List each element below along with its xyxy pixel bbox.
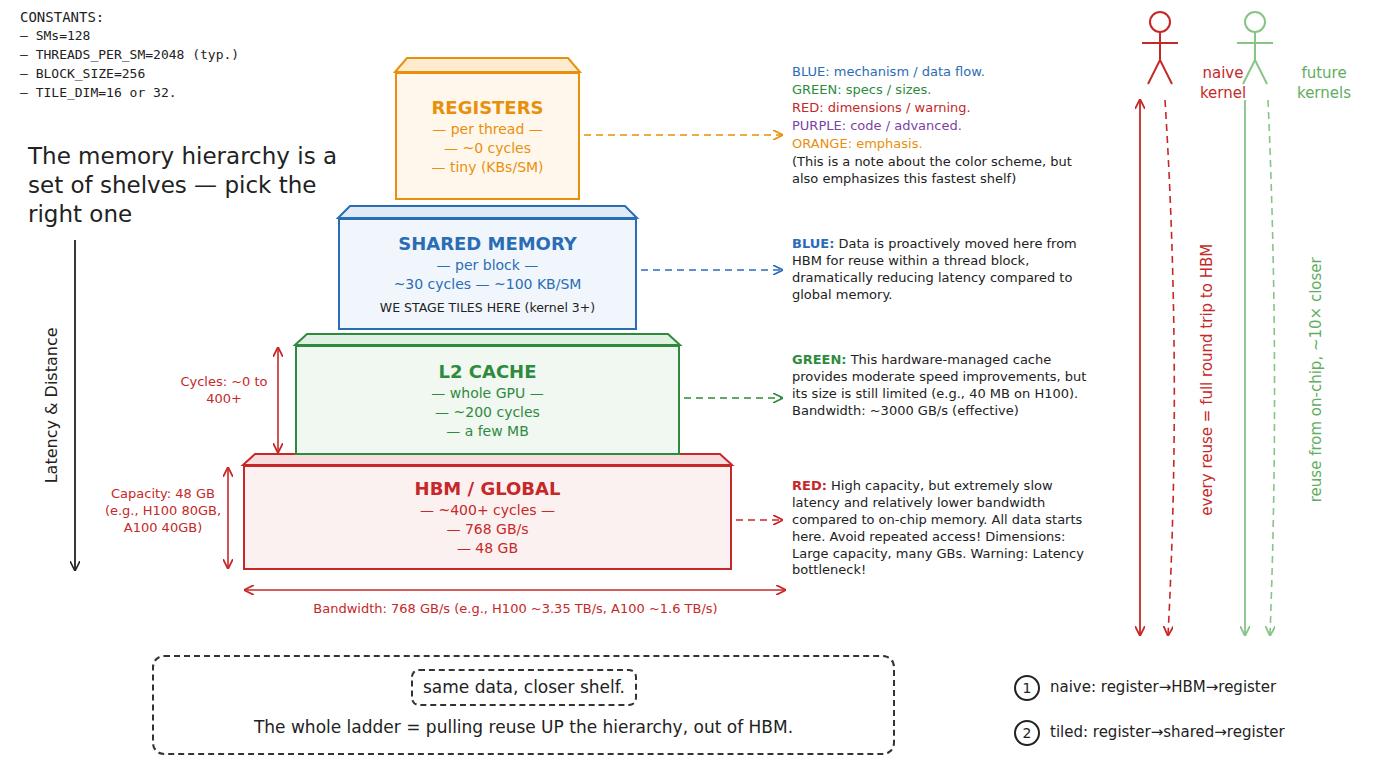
note-text: BLUE: Data is proactively moved here fro…: [792, 236, 1097, 304]
node-heading: L2 CACHE: [439, 360, 537, 384]
shelf-lid: [295, 334, 680, 345]
constant-line: — BLOCK_SIZE=256: [20, 66, 280, 83]
summary-box: The whole ladder = pulling reuse UP the …: [152, 655, 895, 755]
node-heading: The whole ladder = pulling reuse UP the …: [254, 716, 793, 739]
annotation: naive kernel: [1190, 64, 1256, 103]
vertical-label: reuse from on-chip, ~10× closer: [1307, 255, 1327, 504]
bandwidth-dimension: [245, 589, 785, 591]
annotation: RED: dimensions / warning.: [792, 100, 1092, 117]
vertical-label: Latency & Distance: [42, 325, 63, 485]
note-text: GREEN: This hardware-managed cache provi…: [792, 352, 1097, 420]
node-detail: WE STAGE TILES HERE (kernel 3+): [380, 300, 595, 317]
node-heading: HBM / GLOBAL: [415, 477, 561, 501]
vertical-label: every reuse = full round trip to HBM: [1198, 242, 1218, 518]
leader-arrow: [736, 519, 782, 521]
node-detail: — ~400+ cycles —: [420, 501, 555, 520]
node-detail: — 768 GB/s: [446, 520, 528, 539]
naive-stick-figure: [1142, 12, 1178, 84]
round-trip-dashed: [1165, 100, 1174, 635]
node-heading: REGISTERS: [432, 96, 544, 120]
shelf-lid: [243, 454, 732, 465]
shelf-lid: [338, 206, 637, 218]
tagline-box: same data, closer shelf.: [411, 669, 637, 706]
annotation: Bandwidth: 768 GB/s (e.g., H100 ~3.35 TB…: [243, 601, 788, 618]
node-detail: ~30 cycles — ~100 KB/SM: [394, 275, 582, 294]
annotation: tiled: register→shared→register: [1050, 723, 1360, 743]
annotation: BLUE: mechanism / data flow.: [792, 64, 1092, 81]
cycles-dimension: [277, 348, 279, 452]
registers-shelf: REGISTERS— per thread —— ~0 cycles— tiny…: [395, 72, 580, 200]
note-text: RED: High capacity, but extremely slow l…: [792, 478, 1097, 579]
shared-memory-shelf: SHARED MEMORY— per block —~30 cycles — ~…: [338, 218, 637, 330]
annotation: GREEN: specs / sizes.: [792, 82, 1092, 99]
hbm-global-shelf: HBM / GLOBAL— ~400+ cycles —— 768 GB/s— …: [243, 465, 732, 570]
node-detail: — 48 GB: [457, 539, 518, 558]
leader-arrow: [584, 134, 782, 136]
latency-arrow: [74, 240, 76, 570]
capacity-dimension: [227, 468, 229, 568]
node-heading: same data, closer shelf.: [423, 676, 625, 699]
callout-number: 2: [1014, 720, 1040, 746]
on-chip-dashed: [1268, 100, 1275, 635]
node-detail: — ~0 cycles: [444, 139, 531, 158]
node-heading: 2: [1023, 724, 1032, 743]
node-detail: — tiny (KBs/SM): [431, 158, 543, 177]
node-detail: — per block —: [437, 256, 539, 275]
node-detail: — whole GPU —: [431, 384, 543, 403]
l2-cache-shelf: L2 CACHE— whole GPU —— ~200 cycles— a fe…: [295, 345, 680, 455]
constant-line: CONSTANTS:: [20, 8, 280, 26]
constant-line: — TILE_DIM=16 or 32.: [20, 85, 280, 102]
annotation: (This is a note about the color scheme, …: [792, 154, 1092, 188]
leader-arrow: [684, 397, 782, 399]
annotation: PURPLE: code / advanced.: [792, 118, 1092, 135]
shelf-lid: [395, 58, 580, 72]
annotation: Cycles: ~0 to 400+: [178, 374, 270, 408]
node-heading: 1: [1023, 679, 1032, 698]
title: The memory hierarchy is a set of shelves…: [28, 142, 358, 228]
constant-line: — THREADS_PER_SM=2048 (typ.): [20, 47, 300, 64]
round-trip-arrow: [1139, 100, 1141, 635]
node-heading: SHARED MEMORY: [398, 232, 577, 256]
constant-line: — SMs=128: [20, 28, 280, 45]
node-detail: — per thread —: [432, 120, 543, 139]
leader-arrow: [641, 269, 782, 271]
node-detail: — a few MB: [446, 422, 529, 441]
annotation: ORANGE: emphasis.: [792, 136, 1092, 153]
on-chip-arrow: [1244, 100, 1246, 635]
callout-number: 1: [1014, 675, 1040, 701]
annotation: naive: register→HBM→register: [1050, 678, 1360, 698]
annotation: Capacity: 48 GB (e.g., H100 80GB, A100 4…: [104, 486, 222, 537]
annotation: future kernels: [1282, 64, 1366, 103]
node-detail: — ~200 cycles: [435, 403, 540, 422]
